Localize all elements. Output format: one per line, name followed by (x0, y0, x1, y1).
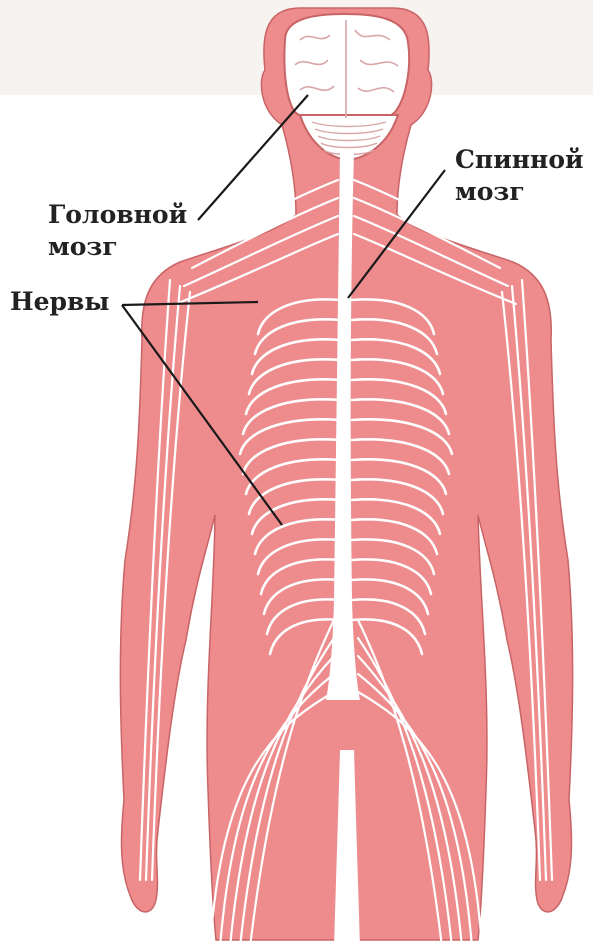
label-brain-line-1: Головной (48, 200, 187, 230)
label-spinal-cord-line-1: Спинной (455, 145, 584, 175)
label-nerves: Нервы (10, 287, 109, 317)
label-spinal-cord-line-2: мозг (455, 177, 525, 207)
label-brain-line-2: мозг (48, 232, 118, 262)
